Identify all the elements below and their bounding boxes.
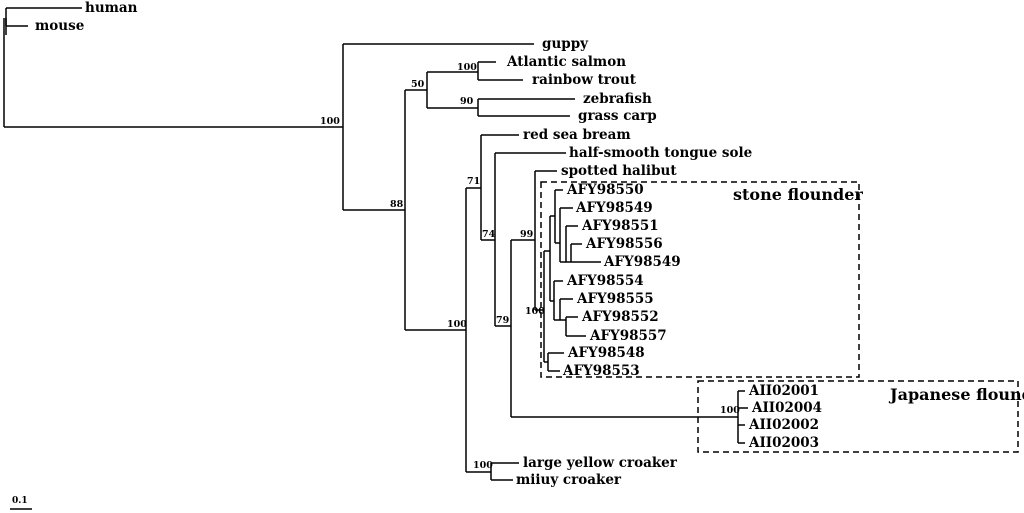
- taxon-afy98553: AFY98553: [562, 363, 640, 379]
- scale-bar-label: 0.1: [12, 496, 28, 506]
- taxon-aii02002: AII02002: [748, 417, 819, 433]
- taxon-afy98556: AFY98556: [585, 236, 663, 252]
- taxon-afy98554: AFY98554: [566, 273, 644, 289]
- tree-branches: [3, 7, 748, 481]
- taxon-afy98549-a: AFY98549: [575, 200, 653, 216]
- taxon-afy98552: AFY98552: [581, 309, 659, 325]
- stone-flounder-box: [540, 181, 860, 378]
- taxon-afy98548: AFY98548: [567, 345, 645, 361]
- taxon-zebrafish: zebrafish: [583, 91, 652, 107]
- bootstrap-cyprinids: 90: [460, 96, 474, 107]
- taxon-rainbow-trout: rainbow trout: [532, 72, 637, 88]
- taxon-grass-carp: grass carp: [578, 108, 657, 124]
- taxon-aii02004: AII02004: [751, 400, 822, 416]
- bootstrap-node-99: 99: [520, 229, 534, 240]
- taxon-miiuy-croaker: miiuy croaker: [516, 472, 622, 488]
- taxon-aii02001: AII02001: [748, 383, 819, 399]
- taxon-afy98550: AFY98550: [566, 182, 644, 198]
- bootstrap-japanese-flounder: 100: [720, 405, 740, 416]
- bootstrap-node-88: 88: [390, 199, 404, 210]
- taxon-half-smooth-tongue-sole: half-smooth tongue sole: [569, 145, 752, 161]
- taxon-afy98555: AFY98555: [576, 291, 654, 307]
- bootstrap-stone-flounder: 100: [525, 306, 545, 317]
- taxon-large-yellow-croaker: large yellow croaker: [523, 455, 678, 471]
- bootstrap-node-74: 74: [482, 229, 496, 240]
- taxon-spotted-halibut: spotted halibut: [561, 163, 677, 179]
- taxon-atlantic-salmon: Atlantic salmon: [506, 54, 626, 70]
- taxon-human: human: [85, 0, 138, 16]
- bootstrap-root: 100: [320, 116, 340, 127]
- taxon-mouse: mouse: [35, 18, 84, 34]
- japanese-flounder-box: [697, 380, 1019, 453]
- bootstrap-salmonids: 100: [457, 62, 477, 73]
- group-label-japanese-flounder: Japanese flounder: [888, 385, 1024, 404]
- bootstrap-node-79: 79: [496, 315, 510, 326]
- bootstrap-node-50: 50: [411, 79, 425, 90]
- taxon-afy98551: AFY98551: [581, 218, 659, 234]
- bootstrap-node-71: 71: [467, 176, 480, 187]
- bootstrap-node-100b: 100: [447, 319, 467, 330]
- taxon-red-sea-bream: red sea bream: [523, 127, 631, 143]
- taxon-afy98549-b: AFY98549: [603, 254, 681, 270]
- taxon-afy98557: AFY98557: [589, 328, 667, 344]
- taxon-aii02003: AII02003: [748, 435, 819, 451]
- bootstrap-croakers: 100: [473, 460, 493, 471]
- group-label-stone-flounder: stone flounder: [733, 185, 863, 204]
- taxon-guppy: guppy: [542, 36, 589, 52]
